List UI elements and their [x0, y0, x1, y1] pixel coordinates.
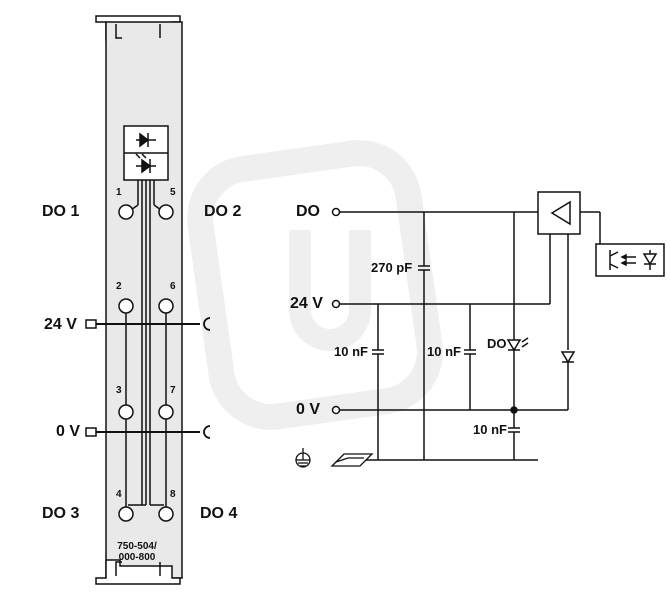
pin-8: 8 [170, 489, 176, 500]
pin-6: 6 [170, 281, 176, 292]
circuit-schematic [331, 191, 665, 461]
led-icon [506, 337, 529, 352]
diode-icon [136, 132, 156, 148]
ground-icon [295, 448, 311, 468]
pin-2: 2 [116, 281, 122, 292]
node-24v [331, 299, 341, 309]
pin-7: 7 [170, 385, 176, 396]
label-do1: DO 1 [42, 203, 80, 220]
label-10nf-b: 10 nF [427, 344, 461, 359]
terminal-4 [118, 506, 134, 522]
label-do2: DO 2 [204, 203, 242, 220]
module-power-bus [85, 317, 211, 439]
terminal-7 [158, 404, 174, 420]
label-led-do: DO [487, 336, 507, 351]
pin-4: 4 [116, 489, 122, 500]
diode-icon [560, 351, 576, 364]
label-do3: DO 3 [42, 505, 80, 522]
label-270pf: 270 pF [371, 260, 413, 275]
terminal-1 [118, 204, 134, 220]
label-0v-module: 0 V [56, 423, 81, 440]
din-rail-icon [330, 453, 374, 467]
terminal-stems [125, 313, 167, 507]
label-24v-module: 24 V [44, 316, 77, 333]
watermark [187, 140, 443, 430]
terminal-8 [158, 506, 174, 522]
label-do-circuit: DO [296, 203, 320, 220]
node-0v [331, 405, 341, 415]
pin-3: 3 [116, 385, 122, 396]
terminal-2 [118, 298, 134, 314]
label-10nf-c: 10 nF [473, 422, 507, 437]
pin-5: 5 [170, 187, 176, 198]
part-number: 750-504/ 000-800 [111, 541, 163, 563]
part-number-line1: 750-504/ [117, 541, 157, 552]
label-0v-circuit: 0 V [296, 401, 321, 418]
led-icon [135, 153, 156, 174]
amplifier-icon [537, 191, 581, 235]
status-led-block [123, 125, 169, 506]
pin-1: 1 [116, 187, 122, 198]
terminal-3 [118, 404, 134, 420]
label-10nf-a: 10 nF [334, 344, 368, 359]
terminal-6 [158, 298, 174, 314]
label-24v-circuit: 24 V [290, 295, 323, 312]
module-bottom-cap [95, 559, 181, 585]
optocoupler-icon [595, 243, 665, 277]
part-number-line2: 000-800 [118, 552, 156, 563]
label-do4: DO 4 [200, 505, 238, 522]
terminal-5 [158, 204, 174, 220]
node-do [331, 207, 341, 217]
